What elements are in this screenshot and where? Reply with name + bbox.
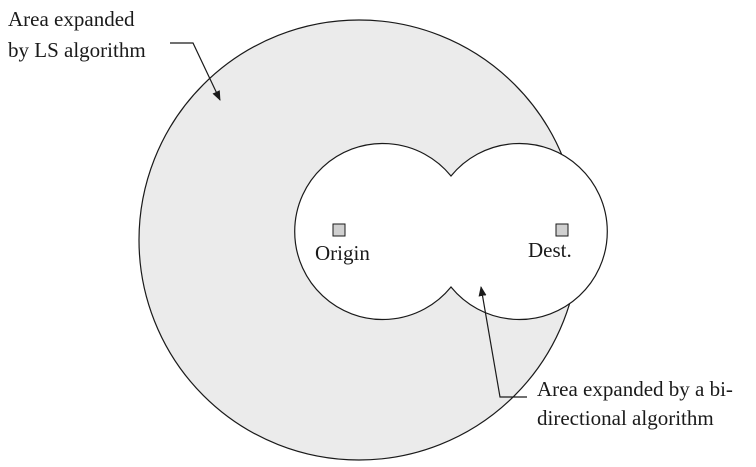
bidir-area-label-line-1: Area expanded by a bi- [537, 377, 733, 401]
destination-marker [555, 223, 569, 237]
bidir-area-label-line-2: directional algorithm [537, 406, 714, 430]
destination-label: Dest. [528, 238, 572, 262]
bidirectional-search-area [294, 142, 608, 321]
origin-marker [332, 223, 346, 237]
ls-area-label-line-1: Area expanded [8, 7, 135, 31]
origin-label: Origin [315, 241, 370, 265]
ls-area-label-line-2: by LS algorithm [8, 38, 146, 62]
bidir-area-pointer-arrow [478, 286, 527, 398]
ls-area-pointer-arrow [170, 42, 221, 101]
